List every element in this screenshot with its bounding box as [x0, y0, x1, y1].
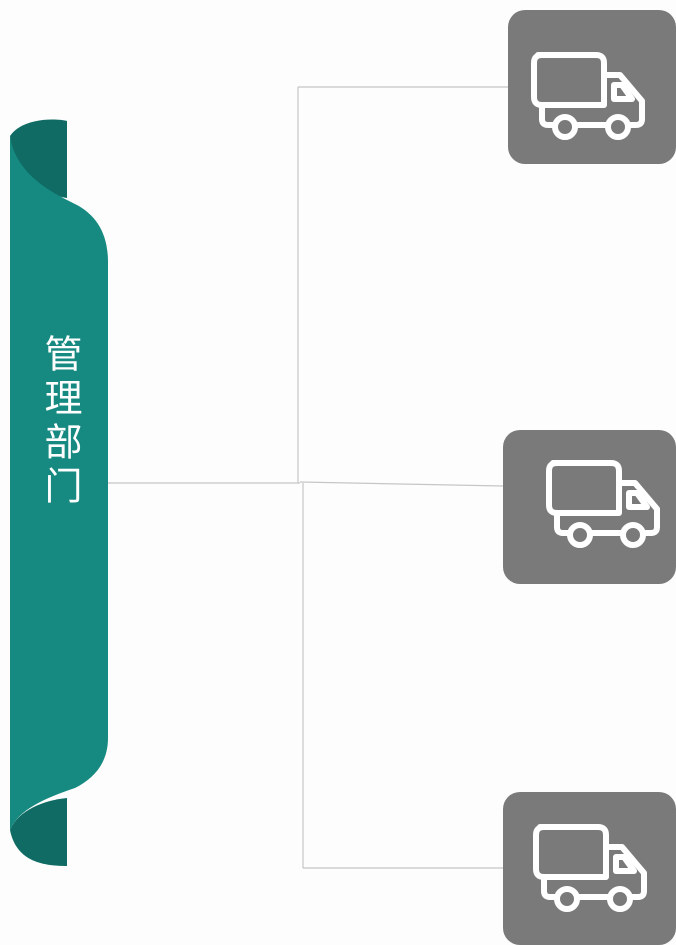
- banner-top-fold: [10, 119, 67, 198]
- truck-icon: [531, 52, 645, 140]
- node-tile-2: [503, 430, 676, 584]
- banner-body: [10, 136, 108, 830]
- node-tile-1: [508, 10, 676, 164]
- node-tile-3: [503, 792, 676, 945]
- connectors: [108, 86, 508, 869]
- truck-icon: [546, 460, 660, 548]
- banner-label: 管理部门: [38, 334, 82, 510]
- connector-branch-middle: [299, 481, 504, 487]
- truck-icon: [533, 824, 647, 912]
- banner-bottom-fold: [10, 798, 67, 866]
- department-banner: 管理部门: [10, 119, 108, 866]
